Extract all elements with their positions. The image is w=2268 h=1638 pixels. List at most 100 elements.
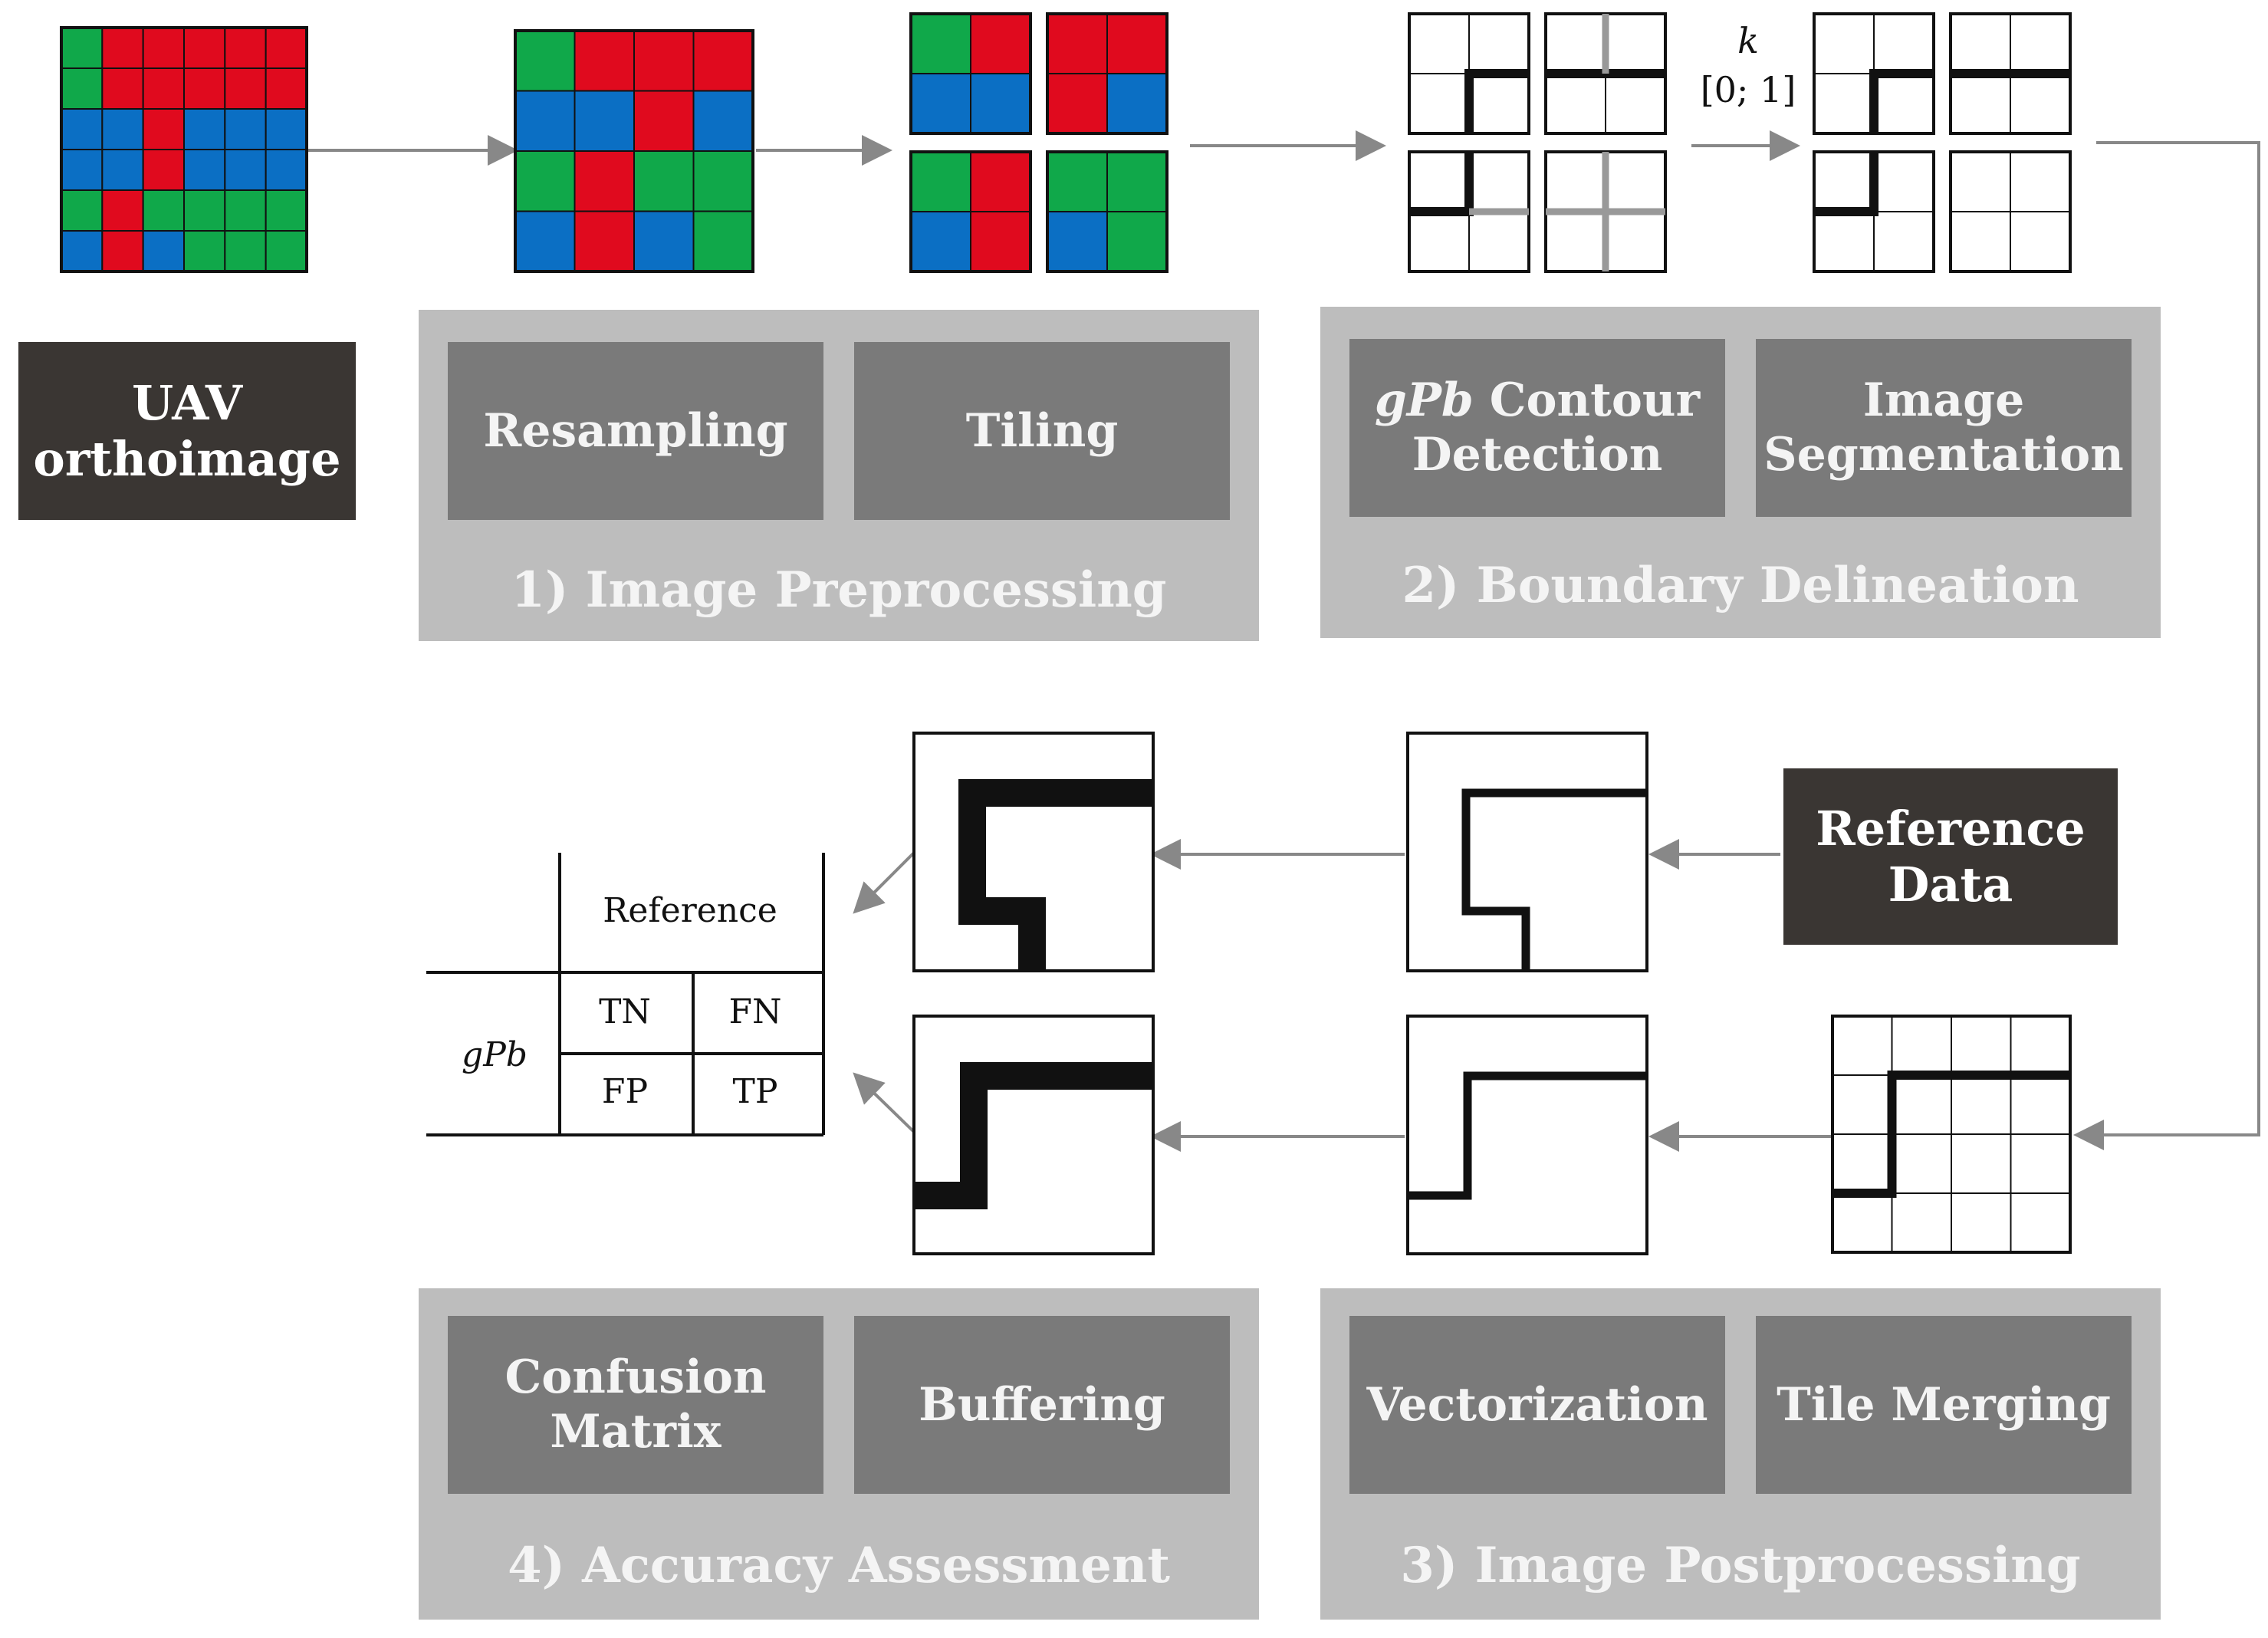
stage-image-preprocessing: Resampling Tiling 1) Image Preprocessing <box>419 310 1259 641</box>
pixel-cell <box>224 149 267 191</box>
arrow-to-tile-merging <box>2073 141 2260 1150</box>
pixel-cell <box>514 90 576 152</box>
cm-reference-header: Reference <box>603 891 777 930</box>
stage-image-postprocessing: Vectorization Tile Merging 3) Image Post… <box>1320 1288 2161 1620</box>
pixel-grids <box>60 12 1169 273</box>
stage-title: 2) Boundary Delineation <box>1402 557 2079 614</box>
contour-tile <box>1408 12 1530 135</box>
pixel-cell <box>224 108 267 150</box>
uav-orthoimage-label: UAV orthoimage <box>33 374 341 487</box>
pixel-cell <box>574 150 635 212</box>
pixel-cell <box>61 189 104 232</box>
pixel-cell <box>183 27 226 69</box>
grid-border <box>1046 150 1169 273</box>
segmentation-tile <box>1949 12 2072 135</box>
confusion-matrix-step: Confusion Matrix <box>448 1316 823 1494</box>
cm-cell-tp: TP <box>732 1072 778 1111</box>
pixel-cell <box>1106 73 1168 134</box>
grid-border <box>1046 12 1169 135</box>
boundary-segment <box>1464 69 1529 133</box>
grid-border <box>60 26 308 273</box>
arrow-to-matrix-bottom <box>853 1072 915 1133</box>
contour-detection-text: Contour Detection <box>1412 373 1701 482</box>
buffering-step: Buffering <box>854 1316 1230 1494</box>
tiling-label: Tiling <box>965 403 1119 458</box>
tile-grid <box>909 150 1032 273</box>
pixel-cell <box>142 149 186 191</box>
pixel-cell <box>61 27 104 69</box>
grid-border <box>909 12 1032 135</box>
image-segmentation-label: Image Segmentation <box>1763 373 2124 482</box>
pixel-cell <box>692 30 754 92</box>
pixel-cell <box>142 189 186 232</box>
confusion-matrix-label: Confusion Matrix <box>505 1350 767 1459</box>
pixel-cell <box>265 230 307 272</box>
pixel-cell <box>101 230 144 272</box>
pixel-cell <box>574 210 635 272</box>
gpb-vector-tile <box>1406 1015 1648 1255</box>
reference-vector-tile <box>1406 732 1648 972</box>
cm-cell-tn: TN <box>599 992 651 1031</box>
pixel-cell <box>633 210 695 272</box>
pixel-cell <box>61 149 104 191</box>
gpb-contour-detection-step: gPb Contour Detection <box>1349 339 1725 517</box>
stage-boundary-delineation: gPb Contour Detection Image Segmentation… <box>1320 307 2161 638</box>
reference-data-label: Reference Data <box>1816 800 2086 913</box>
threshold-k-label: k <box>1737 20 1759 61</box>
pixel-cell <box>692 150 754 212</box>
stage-title: 3) Image Postprocessing <box>1400 1537 2081 1594</box>
tile-merging-label: Tile Merging <box>1777 1377 2111 1432</box>
pixel-cell <box>970 73 1031 134</box>
pixel-cell <box>101 108 144 150</box>
pixel-cell <box>142 67 186 110</box>
pixel-cell <box>970 151 1031 212</box>
pixel-cell <box>265 67 307 110</box>
segmentation-tile <box>1813 150 1935 273</box>
merged-tile <box>1831 1015 2072 1254</box>
pixel-cell <box>142 230 186 272</box>
pixel-cell <box>1047 13 1108 74</box>
resampled-grid <box>514 29 754 273</box>
pixel-cell <box>514 150 576 212</box>
pixel-cell <box>183 149 226 191</box>
pixel-cell <box>692 90 754 152</box>
resampling-label: Resampling <box>483 403 788 458</box>
pixel-cell <box>224 27 267 69</box>
pixel-cell <box>224 230 267 272</box>
pixel-cell <box>224 189 267 232</box>
tile-grid <box>909 12 1032 135</box>
contour-tile <box>1408 150 1530 273</box>
boundary-tiles <box>912 12 2072 1255</box>
stage-title: 4) Accuracy Assessment <box>508 1537 1170 1594</box>
buffered-gpb-tile <box>912 1015 1155 1255</box>
pixel-cell <box>692 210 754 272</box>
cm-gpb-header: gPb <box>462 1035 528 1074</box>
pixel-cell <box>183 67 226 110</box>
pixel-cell <box>910 211 971 272</box>
stage-title: 1) Image Preprocessing <box>511 561 1167 619</box>
pixel-cell <box>514 30 576 92</box>
pixel-cell <box>101 189 144 232</box>
boundary-segment <box>1869 69 1934 133</box>
cm-cell-fp: FP <box>601 1072 649 1111</box>
tile-grid <box>1046 12 1169 135</box>
flow-arrows <box>307 130 2260 1152</box>
pixel-cell <box>265 149 307 191</box>
grid-border <box>514 29 754 273</box>
pixel-cell <box>1047 73 1108 134</box>
pixel-cell <box>970 13 1031 74</box>
pixel-cell <box>183 108 226 150</box>
pixel-cell <box>1106 13 1168 74</box>
boundary-segment <box>1814 152 1878 216</box>
tile-border <box>912 1015 1155 1255</box>
boundary-segment <box>1832 1071 2070 1198</box>
pixel-cell <box>574 30 635 92</box>
segmentation-tile <box>1813 12 1935 135</box>
uav-orthoimage-box: UAV orthoimage <box>18 342 356 520</box>
vectorization-label: Vectorization <box>1366 1377 1708 1432</box>
pixel-cell <box>265 108 307 150</box>
pixel-cell <box>61 108 104 150</box>
pixel-cell <box>265 189 307 232</box>
pixel-cell <box>1106 151 1168 212</box>
